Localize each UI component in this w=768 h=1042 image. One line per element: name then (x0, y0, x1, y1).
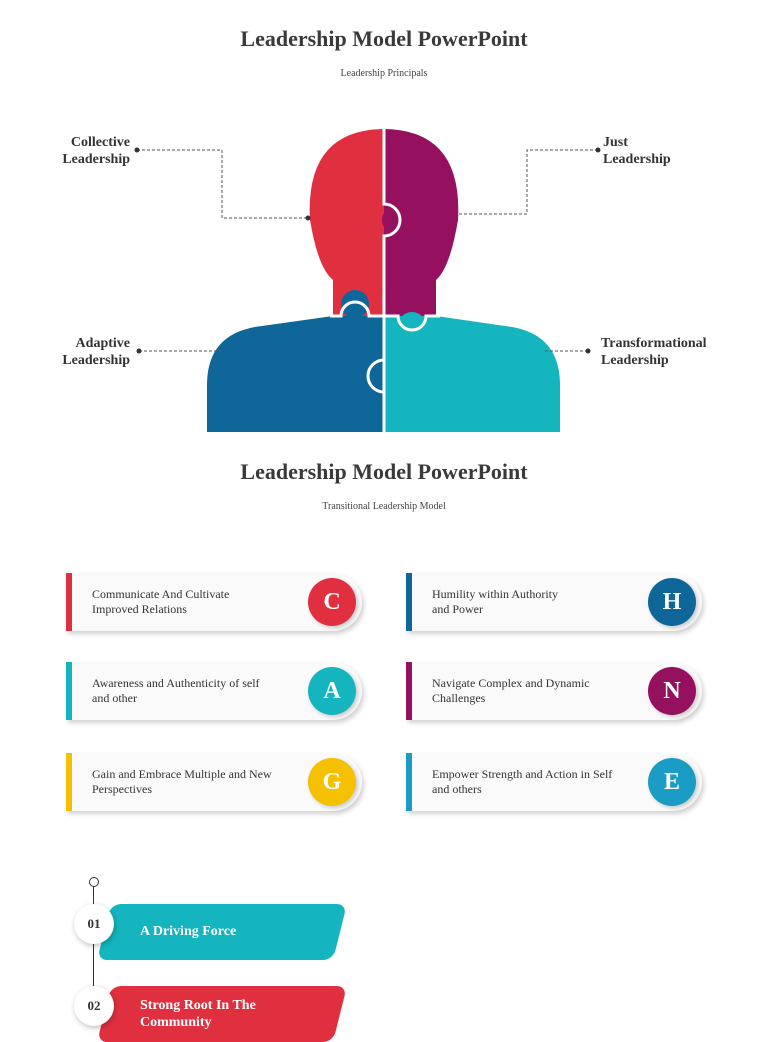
slide1-subtitle: Leadership Principals (340, 68, 428, 79)
card-accent-bar (66, 753, 72, 811)
label-transformational-leadership: Transformational Leadership (601, 336, 707, 368)
timeline-label-2: Strong Root In The Community (140, 998, 256, 1030)
timeline-number-2: 02 (74, 986, 114, 1026)
letter-badge-g: G (308, 758, 356, 806)
slide2-title: Leadership Model PowerPoint (240, 459, 528, 484)
puzzle-piece-top-right (384, 129, 560, 316)
card-accent-bar (406, 662, 412, 720)
label-just-leadership: Just Leadership (603, 135, 671, 167)
timeline-line (93, 886, 94, 1026)
slide2-subtitle: Transitional Leadership Model (322, 501, 446, 512)
puzzle-piece-bottom-left (207, 316, 384, 432)
letter-badge-h: H (648, 578, 696, 626)
timeline-label-1: A Driving Force (140, 924, 237, 939)
letter-badge-e: E (648, 758, 696, 806)
card-accent-bar (66, 662, 72, 720)
label-collective-leadership: Collective Leadership (62, 135, 130, 167)
timeline-number-1: 01 (74, 904, 114, 944)
letter-badge-a: A (308, 667, 356, 715)
timeline-start-dot (89, 877, 99, 887)
card-accent-bar (406, 573, 412, 631)
puzzle-head-illustration (134, 129, 601, 432)
card-accent-bar (406, 753, 412, 811)
letter-badge-c: C (308, 578, 356, 626)
letter-badge-n: N (648, 667, 696, 715)
slide1-title: Leadership Model PowerPoint (240, 26, 528, 51)
card-accent-bar (66, 573, 72, 631)
label-adaptive-leadership: Adaptive Leadership (62, 336, 130, 368)
